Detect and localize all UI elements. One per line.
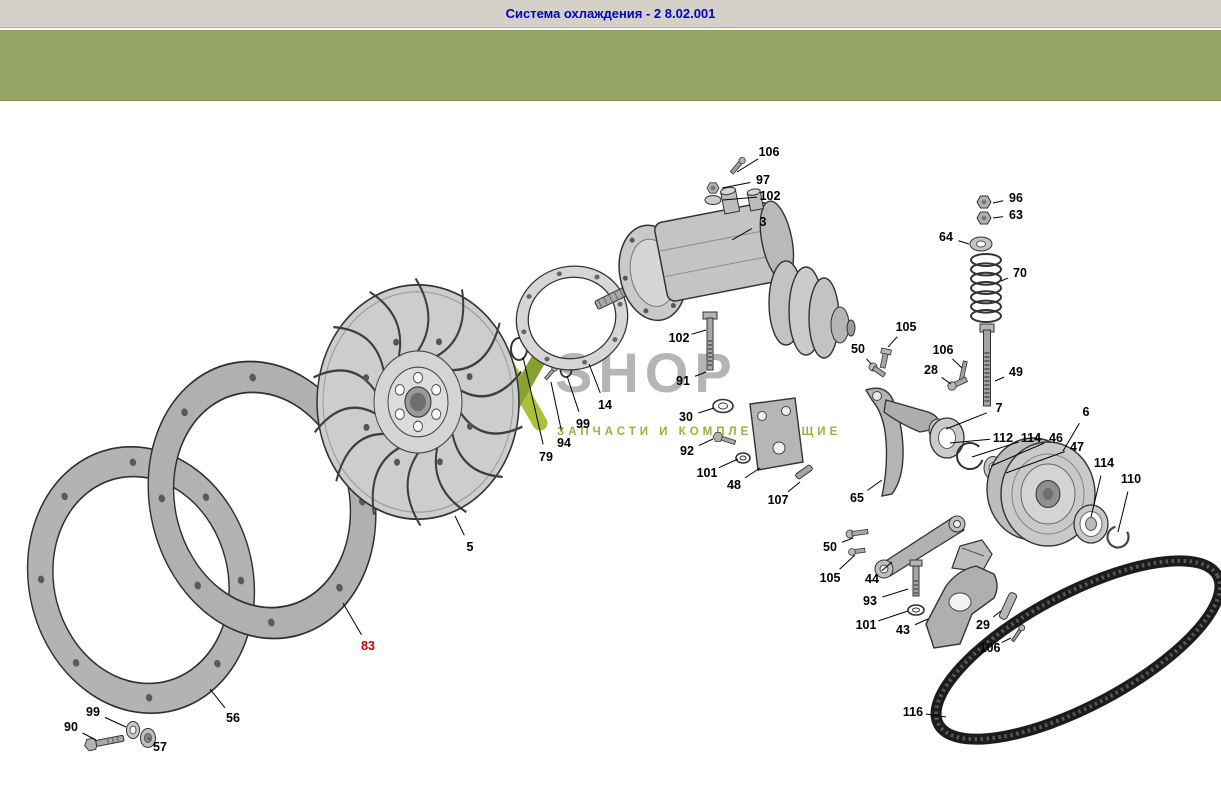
circlip-110 — [1106, 525, 1130, 549]
part-label-64-6[interactable]: 64 — [939, 230, 953, 244]
part-label-7-25[interactable]: 7 — [995, 401, 1003, 415]
part-label-57-46[interactable]: 57 — [153, 740, 167, 754]
washer-101-low — [907, 604, 925, 616]
part-label-107-23[interactable]: 107 — [767, 493, 789, 507]
bolt-90 — [83, 734, 125, 752]
bolt-50-top — [868, 362, 887, 378]
part-label-63-5[interactable]: 63 — [1009, 208, 1023, 222]
stud-91 — [702, 311, 718, 371]
part-label-49-14[interactable]: 49 — [1009, 365, 1023, 379]
part-label-94-17[interactable]: 94 — [557, 436, 571, 450]
bolt-50-low — [845, 528, 869, 539]
v-belt-116 — [930, 555, 1221, 745]
window-title: Система охлаждения - 2 8.02.001 — [505, 6, 716, 21]
part-label-79-18[interactable]: 79 — [539, 450, 553, 464]
bolt-105-low — [848, 547, 866, 556]
watermark-logo-text: SHOP — [555, 341, 738, 404]
part-label-105-34[interactable]: 105 — [819, 571, 841, 585]
bolt-106-low — [1010, 624, 1026, 643]
part-label-93-36[interactable]: 93 — [863, 594, 877, 608]
part-label-105-10[interactable]: 105 — [895, 320, 917, 334]
part-label-70-7[interactable]: 70 — [1013, 266, 1027, 280]
part-label-5-41[interactable]: 5 — [466, 540, 474, 554]
header-band — [0, 30, 1221, 101]
washer-99-low — [126, 721, 140, 739]
part-label-65-24[interactable]: 65 — [850, 491, 864, 505]
pump-pulley — [768, 260, 856, 359]
part-label-102-8[interactable]: 102 — [668, 331, 690, 345]
part-label-102-2[interactable]: 102 — [759, 189, 781, 203]
part-label-6-26[interactable]: 6 — [1082, 405, 1090, 419]
part-label-92-20[interactable]: 92 — [680, 444, 694, 458]
part-label-106-12[interactable]: 106 — [932, 343, 954, 357]
part-label-28-13[interactable]: 28 — [924, 363, 938, 377]
part-label-112-27[interactable]: 112 — [992, 431, 1014, 445]
bolt-92 — [712, 432, 737, 445]
part-label-116-47[interactable]: 116 — [902, 705, 924, 719]
circlip-46 — [956, 442, 984, 470]
part-label-99-16[interactable]: 99 — [576, 417, 590, 431]
part-label-114-28[interactable]: 114 — [1020, 431, 1042, 445]
washer-64 — [969, 236, 993, 252]
part-label-47-30[interactable]: 47 — [1070, 440, 1084, 454]
part-label-30-19[interactable]: 30 — [679, 410, 693, 424]
washer-57 — [140, 728, 156, 748]
part-label-114-31[interactable]: 114 — [1093, 456, 1115, 470]
part-label-56-43[interactable]: 56 — [226, 711, 240, 725]
part-label-90-45[interactable]: 90 — [64, 720, 78, 734]
bolt-93 — [909, 559, 923, 597]
part-label-83-42[interactable]: 83 — [361, 639, 375, 653]
washer-102-top — [704, 195, 722, 205]
washer-30 — [712, 398, 734, 414]
part-label-110-32[interactable]: 110 — [1120, 472, 1142, 486]
part-label-91-9[interactable]: 91 — [676, 374, 690, 388]
water-pump-body — [618, 186, 795, 322]
cooling-fan — [312, 276, 524, 528]
part-label-106-40[interactable]: 106 — [979, 641, 1001, 655]
part-label-101-37[interactable]: 101 — [855, 618, 877, 632]
part-label-50-11[interactable]: 50 — [851, 342, 865, 356]
part-label-43-38[interactable]: 43 — [896, 623, 910, 637]
bolt-28 — [947, 376, 969, 391]
idler-pulley-6 — [986, 437, 1096, 547]
part-label-3-3[interactable]: 3 — [759, 215, 767, 229]
part-label-48-22[interactable]: 48 — [727, 478, 741, 492]
arm-44 — [874, 515, 966, 579]
washer-101 — [735, 452, 751, 464]
part-label-46-29[interactable]: 46 — [1049, 431, 1063, 445]
spring-70 — [970, 253, 1002, 323]
pump-gasket-14 — [515, 265, 629, 371]
part-label-106-0[interactable]: 106 — [758, 145, 780, 159]
part-label-14-15[interactable]: 14 — [598, 398, 612, 412]
part-label-97-1[interactable]: 97 — [756, 173, 770, 187]
part-label-44-35[interactable]: 44 — [865, 572, 879, 586]
part-label-99-44[interactable]: 99 — [86, 705, 100, 719]
bracket-48 — [749, 397, 804, 471]
pin-107 — [795, 464, 813, 480]
part-label-96-4[interactable]: 96 — [1009, 191, 1023, 205]
bolt-106-top — [729, 156, 746, 175]
title-bar: Система охлаждения - 2 8.02.001 — [0, 0, 1221, 28]
pin-29 — [998, 592, 1018, 620]
tension-bolt-49 — [979, 323, 995, 407]
bracket-43 — [925, 539, 998, 649]
leader-lines — [82, 158, 1129, 741]
bolt-105-top — [879, 347, 892, 369]
bearing-114 — [1073, 504, 1109, 544]
watermark: SHOP ЗАПЧАСТИ И КОМПЛЕКТУЮЩИЕ — [495, 341, 837, 456]
part-label-101-21[interactable]: 101 — [696, 466, 718, 480]
fan-ring-gasket-56 — [26, 446, 256, 714]
part-label-29-39[interactable]: 29 — [976, 618, 990, 632]
part-label-50-33[interactable]: 50 — [823, 540, 837, 554]
